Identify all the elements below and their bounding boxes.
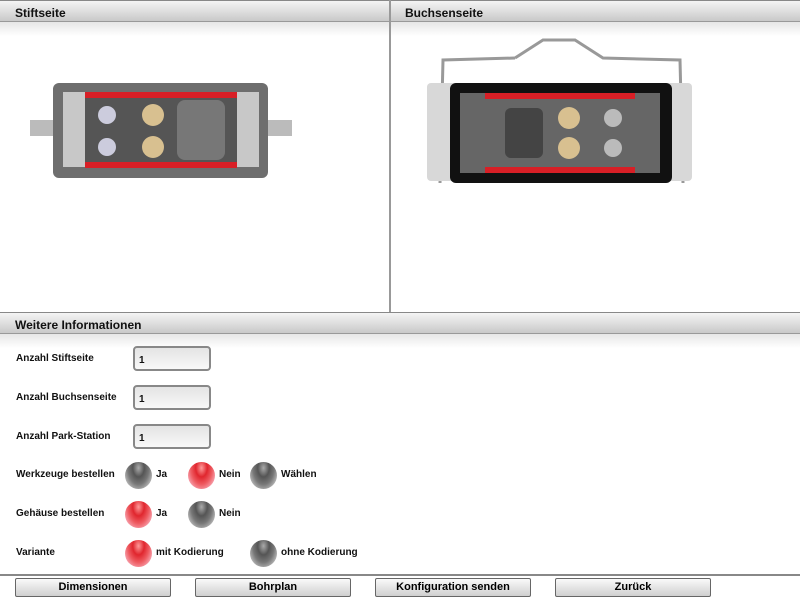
tools-no-radio[interactable] — [188, 462, 215, 489]
drilling-plan-button[interactable]: Bohrplan — [195, 578, 351, 597]
tools-no-label: Nein — [219, 469, 241, 480]
housing-no-radio[interactable] — [188, 501, 215, 528]
pin-side-header: Stiftseite — [0, 0, 390, 36]
pin-count-input[interactable]: 1 — [133, 346, 211, 371]
variant-coded-radio[interactable] — [125, 540, 152, 567]
housing-no-label: Nein — [219, 508, 241, 519]
park-station-count-label: Anzahl Park-Station — [16, 431, 111, 442]
panel-divider — [389, 0, 391, 312]
housing-yes-label: Ja — [156, 508, 168, 519]
socket-side-connector-image — [427, 38, 692, 184]
info-title: Weitere Informationen — [15, 318, 142, 332]
dimensions-button[interactable]: Dimensionen — [15, 578, 171, 597]
socket-count-label: Anzahl Buchsenseite — [16, 392, 117, 403]
socket-side-header: Buchsenseite — [390, 0, 800, 36]
tools-yes-radio[interactable] — [125, 462, 152, 489]
variant-coded-label: mit Kodierung — [156, 547, 224, 558]
socket-side-title: Buchsenseite — [405, 6, 484, 20]
housing-yes-radio[interactable] — [125, 501, 152, 528]
variant-uncoded-radio[interactable] — [250, 540, 277, 567]
pin-side-connector-image — [30, 83, 292, 178]
tools-order-label: Werkzeuge bestellen — [16, 469, 115, 480]
pin-count-label: Anzahl Stiftseite — [16, 353, 94, 364]
footer-divider — [0, 574, 800, 576]
info-header: Weitere Informationen — [0, 312, 800, 348]
variant-label: Variante — [16, 547, 55, 558]
park-station-count-input[interactable]: 1 — [133, 424, 211, 449]
send-configuration-button[interactable]: Konfiguration senden — [375, 578, 531, 597]
tools-yes-label: Ja — [156, 469, 168, 480]
tools-choose-radio[interactable] — [250, 462, 277, 489]
tools-choose-label: Wählen — [281, 469, 317, 480]
socket-count-input[interactable]: 1 — [133, 385, 211, 410]
pin-side-title: Stiftseite — [15, 6, 66, 20]
variant-uncoded-label: ohne Kodierung — [281, 547, 358, 558]
housing-order-label: Gehäuse bestellen — [16, 508, 105, 519]
back-button[interactable]: Zurück — [555, 578, 711, 597]
